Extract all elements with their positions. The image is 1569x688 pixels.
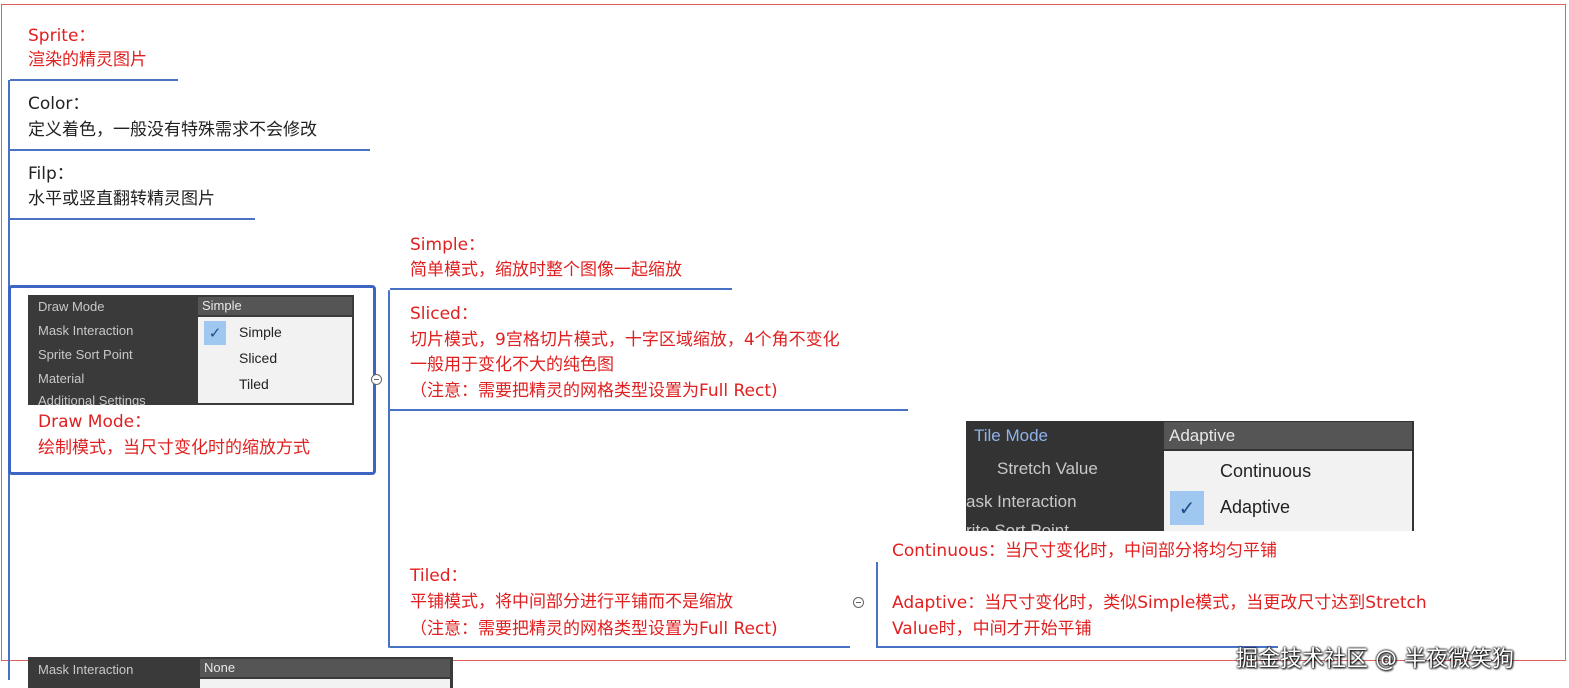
panel-label-mask-interaction: Mask Interaction bbox=[38, 323, 134, 338]
tiled-desc-1: 平铺模式，将中间部分进行平铺而不是缩放 bbox=[410, 592, 733, 612]
adaptive-desc-1: Adaptive：当尺寸变化时，类似Simple模式，当更改尺寸达到Stretc… bbox=[892, 593, 1427, 613]
menu-option-adaptive[interactable]: Adaptive bbox=[1220, 497, 1291, 517]
menu-option-sliced[interactable]: Sliced bbox=[239, 350, 278, 366]
watermark: 掘金技术社区 @ 半夜微笑狗 bbox=[1236, 647, 1514, 672]
mask-menu bbox=[200, 679, 450, 688]
simple-underline bbox=[390, 288, 732, 290]
mask-dropdown[interactable]: None bbox=[200, 659, 450, 677]
collapse-toggle-icon-tiled[interactable] bbox=[853, 597, 864, 608]
draw-mode-dropdown[interactable]: Simple bbox=[198, 297, 352, 315]
draw-mode-panel: Draw Mode Mask Interaction Sprite Sort P… bbox=[28, 295, 354, 405]
simple-title: Simple： bbox=[410, 235, 486, 255]
flip-title: Filp： bbox=[28, 164, 74, 184]
sprite-underline bbox=[10, 79, 178, 81]
sprite-title: Sprite： bbox=[28, 26, 96, 46]
panel-label-additional-settings: Additional Settings bbox=[38, 393, 146, 405]
draw-mode-menu: ✓ Simple Sliced Tiled bbox=[198, 317, 352, 403]
menu-option-continuous[interactable]: Continuous bbox=[1220, 461, 1312, 481]
tiled-branch-line bbox=[876, 562, 878, 648]
menu-option-simple[interactable]: Simple bbox=[239, 324, 282, 340]
panel-label-sprite-sort-point: Sprite Sort Point bbox=[38, 347, 133, 362]
flip-desc: 水平或竖直翻转精灵图片 bbox=[28, 189, 215, 209]
tiled-underline bbox=[390, 646, 850, 648]
draw-mode-branch-line bbox=[388, 290, 390, 648]
color-underline bbox=[10, 149, 370, 151]
sliced-desc-3: （注意：需要把精灵的网格类型设置为Full Rect) bbox=[410, 381, 778, 401]
panel-label-material: Material bbox=[38, 371, 85, 386]
tile-mode-panel: Tile Mode Stretch Value ask Interaction … bbox=[966, 421, 1414, 531]
sprite-desc: 渲染的精灵图片 bbox=[28, 50, 147, 70]
menu-option-tiled[interactable]: Tiled bbox=[239, 376, 269, 392]
checkmark-icon: ✓ bbox=[204, 321, 226, 345]
tiled-child-underline bbox=[878, 646, 1278, 648]
checkmark-icon-2: ✓ bbox=[1170, 491, 1204, 525]
continuous-desc: Continuous：当尺寸变化时，中间部分将均匀平铺 bbox=[892, 541, 1278, 561]
tile-mode-dropdown[interactable]: Adaptive bbox=[1164, 422, 1412, 449]
tile-mode-menu: Continuous ✓ Adaptive bbox=[1164, 451, 1412, 531]
color-title: Color： bbox=[28, 94, 90, 114]
panel-label-mask-interaction-3: Mask Interaction bbox=[38, 662, 134, 677]
panel-label-sprite-sort-point-2: rite Sort Point bbox=[966, 521, 1069, 531]
sliced-desc-1: 切片模式，9宫格切片模式，十字区域缩放，4个角不变化 bbox=[410, 330, 840, 350]
panel-label-stretch-value: Stretch Value bbox=[997, 459, 1098, 478]
panel-label-draw-mode: Draw Mode bbox=[38, 299, 105, 314]
color-desc: 定义着色，一般没有特殊需求不会修改 bbox=[28, 120, 317, 140]
panel-label-mask-interaction-2: ask Interaction bbox=[966, 492, 1077, 511]
panel-label-tile-mode: Tile Mode bbox=[974, 426, 1049, 445]
mask-panel: Mask Interaction None bbox=[28, 657, 453, 688]
sliced-desc-2: 一般用于变化不大的纯色图 bbox=[410, 355, 614, 375]
draw-mode-title: Draw Mode： bbox=[38, 412, 152, 432]
draw-mode-desc: 绘制模式，当尺寸变化时的缩放方式 bbox=[38, 438, 310, 458]
collapse-toggle-icon[interactable] bbox=[371, 374, 382, 385]
simple-desc: 简单模式，缩放时整个图像一起缩放 bbox=[410, 260, 682, 280]
sliced-underline bbox=[390, 409, 908, 411]
tiled-title: Tiled： bbox=[410, 566, 468, 586]
adaptive-desc-2: Value时，中间才开始平铺 bbox=[892, 619, 1092, 639]
sliced-title: Sliced： bbox=[410, 304, 478, 324]
flip-underline bbox=[10, 218, 255, 220]
tiled-desc-2: （注意：需要把精灵的网格类型设置为Full Rect) bbox=[410, 619, 778, 639]
outer-frame bbox=[1, 4, 1566, 661]
